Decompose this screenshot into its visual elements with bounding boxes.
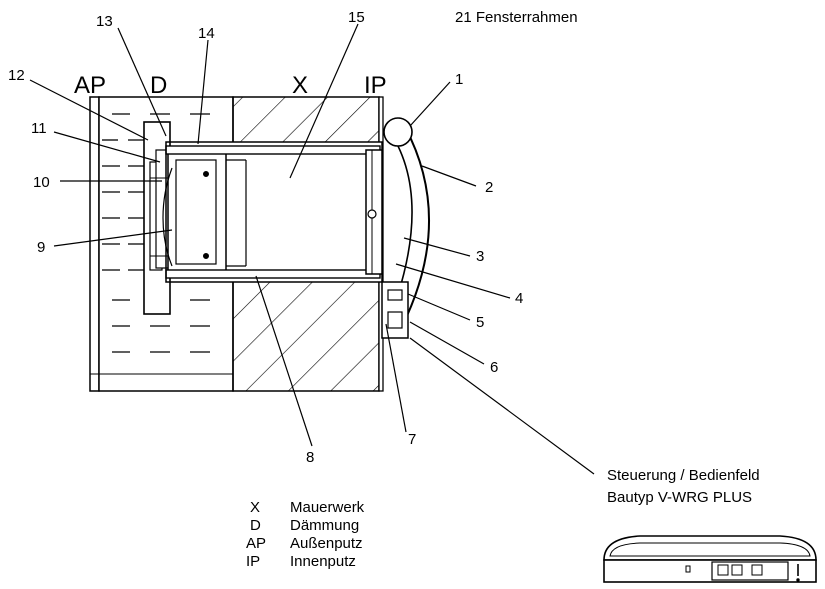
legend-text-inner-plaster: Innenputz xyxy=(290,553,356,570)
control-warning-dot xyxy=(796,578,800,582)
callout-numbers: 1 2 3 4 5 6 7 8 9 10 11 12 13 14 15 xyxy=(8,9,523,466)
inner-frame-screw xyxy=(367,209,377,219)
legend-code-masonry: X xyxy=(250,499,260,516)
callout-14: 14 xyxy=(198,25,215,42)
inner-cover-assembly xyxy=(365,117,430,339)
callout-leaders xyxy=(29,23,595,475)
fan-blade-curve xyxy=(162,167,173,267)
fan-screw-bottom xyxy=(203,253,209,259)
control-module-top xyxy=(387,289,403,301)
control-keypad xyxy=(711,561,789,581)
callout-15: 15 xyxy=(348,9,365,26)
legend-code-outer-plaster: AP xyxy=(246,535,266,552)
callout-5: 5 xyxy=(476,314,484,331)
control-module-bottom xyxy=(387,311,403,329)
duct-wall-bottom xyxy=(165,269,381,279)
duct-wall-top xyxy=(165,145,381,155)
header-note: 21 Fensterrahmen xyxy=(455,9,578,26)
fan-inner-frame xyxy=(175,159,217,265)
control-caption-line1: Steuerung / Bedienfeld xyxy=(607,467,760,484)
legend: X Mauerwerk D Dämmung AP Außenputz IP In… xyxy=(246,499,365,570)
legend-text-outer-plaster: Außenputz xyxy=(290,535,363,552)
callout-7: 7 xyxy=(408,431,416,448)
callout-9: 9 xyxy=(37,239,45,256)
control-key-3 xyxy=(751,564,763,576)
control-key-2 xyxy=(731,564,743,576)
legend-text-insulation: Dämmung xyxy=(290,517,359,534)
callout-8: 8 xyxy=(306,449,314,466)
zone-label-masonry: X xyxy=(292,72,308,99)
callout-6: 6 xyxy=(490,359,498,376)
fan-screw-top xyxy=(203,171,209,177)
legend-code-inner-plaster: IP xyxy=(246,553,260,570)
control-caption-line2: Bautyp V-WRG PLUS xyxy=(607,489,752,506)
callout-3: 3 xyxy=(476,248,484,265)
callout-4: 4 xyxy=(515,290,523,307)
zone-label-inner-plaster: IP xyxy=(364,72,387,99)
legend-code-insulation: D xyxy=(250,517,261,534)
control-indicator xyxy=(685,565,691,573)
callout-12: 12 xyxy=(8,67,25,84)
control-panel-device xyxy=(603,535,817,583)
control-key-1 xyxy=(717,564,729,576)
legend-text-masonry: Mauerwerk xyxy=(290,499,365,516)
window-frame-profile xyxy=(383,117,413,147)
inner-cover-outer-edge xyxy=(395,117,430,339)
zone-label-outer-plaster: AP xyxy=(74,72,106,99)
zone-label-insulation: D xyxy=(150,72,167,99)
callout-1: 1 xyxy=(455,71,463,88)
callout-11: 11 xyxy=(31,120,47,137)
callout-2: 2 xyxy=(485,179,493,196)
fan-assembly xyxy=(162,147,247,275)
callout-10: 10 xyxy=(33,174,50,191)
control-panel-bezel xyxy=(609,542,811,557)
outer-plaster-layer xyxy=(89,96,100,392)
callout-13: 13 xyxy=(96,13,113,30)
